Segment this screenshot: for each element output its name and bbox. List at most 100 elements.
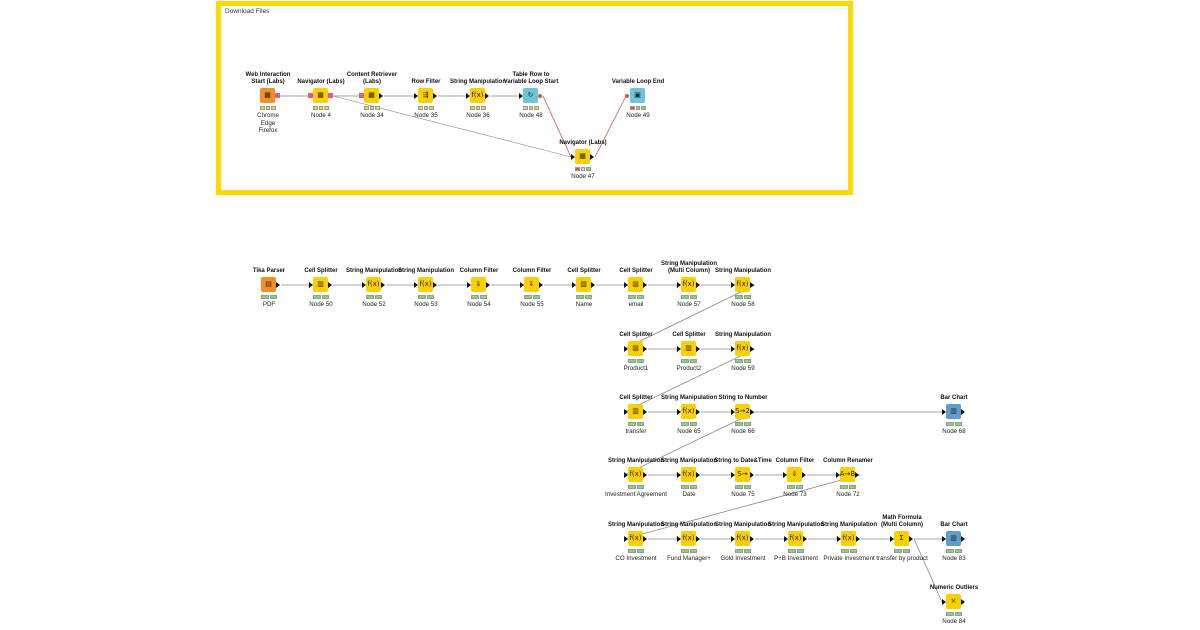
node-label[interactable]: Node 52 [362, 301, 386, 308]
output-port[interactable] [643, 409, 647, 415]
node-label[interactable]: Node 57 [677, 301, 701, 308]
output-port[interactable] [909, 536, 913, 542]
node-n68[interactable]: Bar Chart▥Node 68 [914, 395, 994, 435]
output-port[interactable] [855, 472, 859, 478]
node-label[interactable]: Node 35 [414, 112, 438, 119]
input-port[interactable] [942, 536, 946, 542]
output-port[interactable] [485, 93, 489, 99]
n75-node-icon[interactable]: S→ [735, 467, 750, 482]
invagr-node-icon[interactable]: f(x) [628, 467, 643, 482]
transfer-node-icon[interactable]: ▥ [628, 404, 643, 419]
node-n47[interactable]: Navigator (Labs)▦Node 47 [543, 140, 623, 180]
n36-node-icon[interactable]: f(x) [470, 88, 485, 103]
input-port[interactable] [362, 282, 366, 288]
output-port[interactable] [539, 282, 543, 288]
input-port[interactable] [624, 346, 628, 352]
output-port[interactable] [433, 282, 437, 288]
node-label[interactable]: Node 34 [360, 112, 384, 119]
input-port[interactable] [308, 93, 313, 98]
node-label[interactable]: Node 84 [942, 618, 966, 625]
n84-node-icon[interactable]: ⨯ [946, 594, 961, 609]
input-port[interactable] [677, 409, 681, 415]
node-label[interactable]: Node 68 [942, 428, 966, 435]
n52-node-icon[interactable]: f(x) [366, 277, 381, 292]
node-label[interactable]: Product2 [676, 365, 702, 372]
node-label[interactable]: Node 58 [731, 301, 755, 308]
n35-node-icon[interactable]: ⇶ [418, 88, 433, 103]
output-port[interactable] [381, 282, 385, 288]
node-n34[interactable]: Content Retriever (Labs)▦Node 34 [332, 72, 412, 119]
node-label[interactable]: Product1 [623, 365, 649, 372]
input-port[interactable] [309, 282, 313, 288]
node-label[interactable]: Date [682, 491, 696, 498]
node-label[interactable]: Node 36 [466, 112, 490, 119]
n54-node-icon[interactable]: ⇓ [471, 277, 486, 292]
name-node-icon[interactable]: ▥ [576, 277, 591, 292]
node-n83[interactable]: Bar Chart▥Node 83 [914, 522, 994, 562]
node-n35[interactable]: Row Filter⇶Node 35 [386, 79, 466, 119]
input-port[interactable] [677, 282, 681, 288]
node-label[interactable]: Node 47 [571, 173, 595, 180]
input-port[interactable] [784, 536, 788, 542]
input-port[interactable] [731, 346, 735, 352]
input-port[interactable] [571, 154, 575, 160]
output-port[interactable] [328, 282, 332, 288]
output-port[interactable] [379, 93, 383, 99]
n34-node-icon[interactable]: ▦ [364, 88, 379, 103]
output-port[interactable] [643, 536, 647, 542]
input-port[interactable] [942, 409, 946, 415]
node-label[interactable]: Node 49 [626, 112, 650, 119]
email-node-icon[interactable]: ▥ [628, 277, 643, 292]
fundmgr-node-icon[interactable]: f(x) [681, 531, 696, 546]
output-port[interactable] [696, 282, 700, 288]
output-port[interactable] [591, 282, 595, 288]
node-label[interactable]: Node 72 [836, 491, 860, 498]
output-port[interactable] [856, 536, 860, 542]
n4-node-icon[interactable]: ▦ [313, 88, 328, 103]
input-port[interactable] [731, 409, 735, 415]
output-port[interactable] [538, 94, 542, 98]
node-label[interactable]: email [628, 301, 644, 308]
input-port[interactable] [520, 282, 524, 288]
node-label[interactable]: Name [575, 301, 593, 308]
node-name[interactable]: Cell Splitter▥Name [544, 268, 624, 308]
node-label[interactable]: Node 73 [783, 491, 807, 498]
n57-node-icon[interactable]: f(x) [681, 277, 696, 292]
node-label[interactable]: Node 83 [942, 555, 966, 562]
input-port[interactable] [624, 536, 628, 542]
n68-node-icon[interactable]: ▥ [946, 404, 961, 419]
output-port[interactable] [750, 346, 754, 352]
node-label[interactable]: Fund Manager+ [667, 555, 711, 562]
product1-node-icon[interactable]: ▥ [628, 341, 643, 356]
node-product2[interactable]: Cell Splitter▥Product2 [649, 332, 729, 372]
input-port[interactable] [942, 599, 946, 605]
input-port[interactable] [519, 93, 523, 99]
node-n54[interactable]: Column Filter⇓Node 54 [439, 268, 519, 308]
output-port[interactable] [590, 154, 594, 160]
output-port[interactable] [275, 93, 280, 98]
n72-node-icon[interactable]: A→B [840, 467, 855, 482]
node-label[interactable]: Chrome Edge Firefox [256, 112, 279, 134]
input-port[interactable] [624, 472, 628, 478]
node-n48[interactable]: Table Row to Variable Loop Start↻Node 48 [491, 72, 571, 119]
output-port[interactable] [696, 409, 700, 415]
node-n50[interactable]: Cell Splitter▥Node 50 [281, 268, 361, 308]
input-port[interactable] [414, 93, 418, 99]
node-label[interactable]: Node 54 [467, 301, 491, 308]
n49-node-icon[interactable]: ▣ [630, 88, 645, 103]
output-port[interactable] [643, 346, 647, 352]
privinv-node-icon[interactable]: f(x) [841, 531, 856, 546]
node-label[interactable]: Node 66 [731, 428, 755, 435]
input-port[interactable] [625, 94, 629, 98]
input-port[interactable] [414, 282, 418, 288]
node-label[interactable]: Node 59 [731, 365, 755, 372]
